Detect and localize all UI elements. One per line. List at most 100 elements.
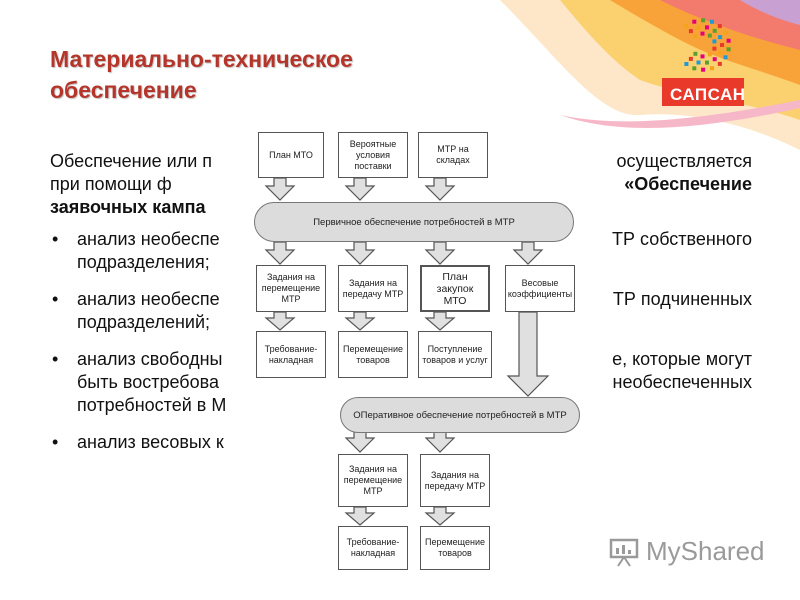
watermark-text: MyShared [646, 536, 765, 566]
bullet-3-line3: потребностей в М [77, 395, 227, 415]
logo-dot [712, 46, 717, 51]
title-line-2: обеспечение [50, 77, 197, 103]
bullet-icon: • [52, 349, 59, 369]
logo-dot [710, 19, 714, 24]
box-goods-movement: Перемещение товаров [338, 331, 408, 378]
logo-dot [707, 33, 712, 38]
arrow-down [264, 241, 296, 265]
box-probable-conditions: Вероятные условия поставки [338, 132, 408, 178]
bullet-1-left: анализ необеспе [77, 229, 220, 249]
logo-dot [726, 47, 731, 52]
logo-dot [717, 61, 722, 66]
box-goods-receipt: Поступление товаров и услуг [418, 331, 492, 378]
pill-primary-provision: Первичное обеспечение потребностей в МТР [254, 202, 574, 242]
logo-dot [684, 24, 689, 28]
box-weight-coefficients: Весовые коэффициенты [505, 265, 575, 312]
arrow-down [424, 311, 456, 331]
presentation-icon [609, 538, 639, 567]
logo-dot [701, 18, 706, 23]
logo-dot [723, 30, 728, 35]
intro-line1-right: осуществляется [616, 151, 752, 171]
arrow-down [344, 506, 376, 526]
logo-dot [684, 62, 689, 66]
logo-dot [700, 31, 705, 36]
logo-dot [718, 50, 723, 55]
bullet-3-left: анализ свободны [77, 349, 223, 369]
list-item: • анализ необеспе ТР собственного подраз… [50, 228, 752, 274]
slide-body: Обеспечение или п осуществляется при пом… [50, 150, 752, 468]
box-requisition-invoice: Требование-накладная [256, 331, 326, 378]
intro-paragraph: Обеспечение или п осуществляется при пом… [50, 150, 752, 219]
intro-line3: заявочных кампа [50, 197, 206, 217]
arrow-down [344, 177, 376, 201]
bullet-3-line2-left: быть востребова [77, 372, 219, 392]
arrow-down [424, 429, 456, 453]
logo-dot [693, 51, 698, 56]
bullet-4-left: анализ весовых к [77, 432, 224, 452]
arrow-down [264, 311, 296, 331]
logo-dot [710, 66, 714, 71]
box-move-tasks: Задания на перемещение МТР [256, 265, 326, 312]
arrow-down [344, 429, 376, 453]
bullet-list: • анализ необеспе ТР собственного подраз… [50, 228, 752, 454]
logo-dot [712, 57, 717, 62]
box-mtr-in-stock: МТР на складах [418, 132, 488, 178]
bullet-icon: • [52, 289, 59, 309]
logo-dot [693, 34, 698, 39]
pill-operative-provision: ОПеративное обеспечение потребностей в М… [340, 397, 580, 433]
logo-dot [692, 66, 697, 71]
bullet-2-left: анализ необеспе [77, 289, 220, 309]
logo-text: САПСАН [670, 85, 746, 104]
logo-dot [707, 52, 712, 57]
myshared-watermark: MyShared [608, 536, 765, 567]
arrow-down [424, 241, 456, 265]
list-item: • анализ свободны е, которые могут быть … [50, 348, 752, 417]
box-purchase-plan: План закупок МТО [420, 265, 490, 312]
logo-dot [712, 28, 717, 33]
logo-dot [717, 24, 722, 29]
bullet-icon: • [52, 432, 59, 452]
box-op-goods-movement: Перемещение товаров [420, 526, 490, 570]
box-op-requisition-invoice: Требование-накладная [338, 526, 408, 570]
intro-line2-left: при помощи ф [50, 174, 172, 194]
intro-line1-left: Обеспечение или п [50, 151, 213, 171]
logo-dot [723, 55, 728, 60]
logo-dot [696, 60, 701, 65]
bullet-2-line2: подразделений; [77, 312, 211, 332]
logo-dot [701, 67, 706, 72]
arrow-down [344, 241, 376, 265]
logo-dot [712, 39, 717, 44]
bullet-icon: • [52, 229, 59, 249]
title-line-1: Материально-техническое [50, 46, 353, 72]
arrow-down [424, 506, 456, 526]
arrow-down [264, 177, 296, 201]
arrow-down [506, 311, 550, 397]
box-transfer-tasks: Задания на передачу МТР [338, 265, 408, 312]
logo-dot [688, 29, 693, 34]
logo-dot [705, 25, 709, 30]
logo-dot [720, 43, 724, 47]
flowchart-arrows [264, 177, 550, 526]
logo-dot [705, 60, 709, 65]
bullet-2-right: ТР подчиненных [612, 289, 752, 309]
bullet-1-right: ТР собственного [611, 229, 752, 249]
intro-line2-right: «Обеспечение [624, 174, 752, 194]
list-item: • анализ необеспе ТР подчиненных подразд… [50, 288, 752, 334]
logo-dot [688, 56, 693, 61]
logo-dot [696, 25, 701, 30]
arrow-down [344, 311, 376, 331]
box-op-move-tasks: Задания на перемещение МТР [338, 454, 408, 507]
flowchart: План МТО Вероятные условия поставки МТР … [250, 124, 590, 576]
arrow-down [512, 241, 544, 265]
box-op-transfer-tasks: Задания на передачу МТР [420, 454, 490, 507]
arrow-down [424, 177, 456, 201]
bullet-3-right: е, которые могут [612, 349, 752, 369]
bullet-1-line2: подразделения; [77, 252, 210, 272]
logo-dot [692, 19, 697, 24]
slide-title: Материально-техническое обеспечение [50, 44, 353, 106]
box-plan-mto: План МТО [258, 132, 324, 178]
logo-dot [718, 35, 723, 40]
logo-dot [700, 54, 705, 59]
list-item: • анализ весовых к [50, 431, 752, 454]
